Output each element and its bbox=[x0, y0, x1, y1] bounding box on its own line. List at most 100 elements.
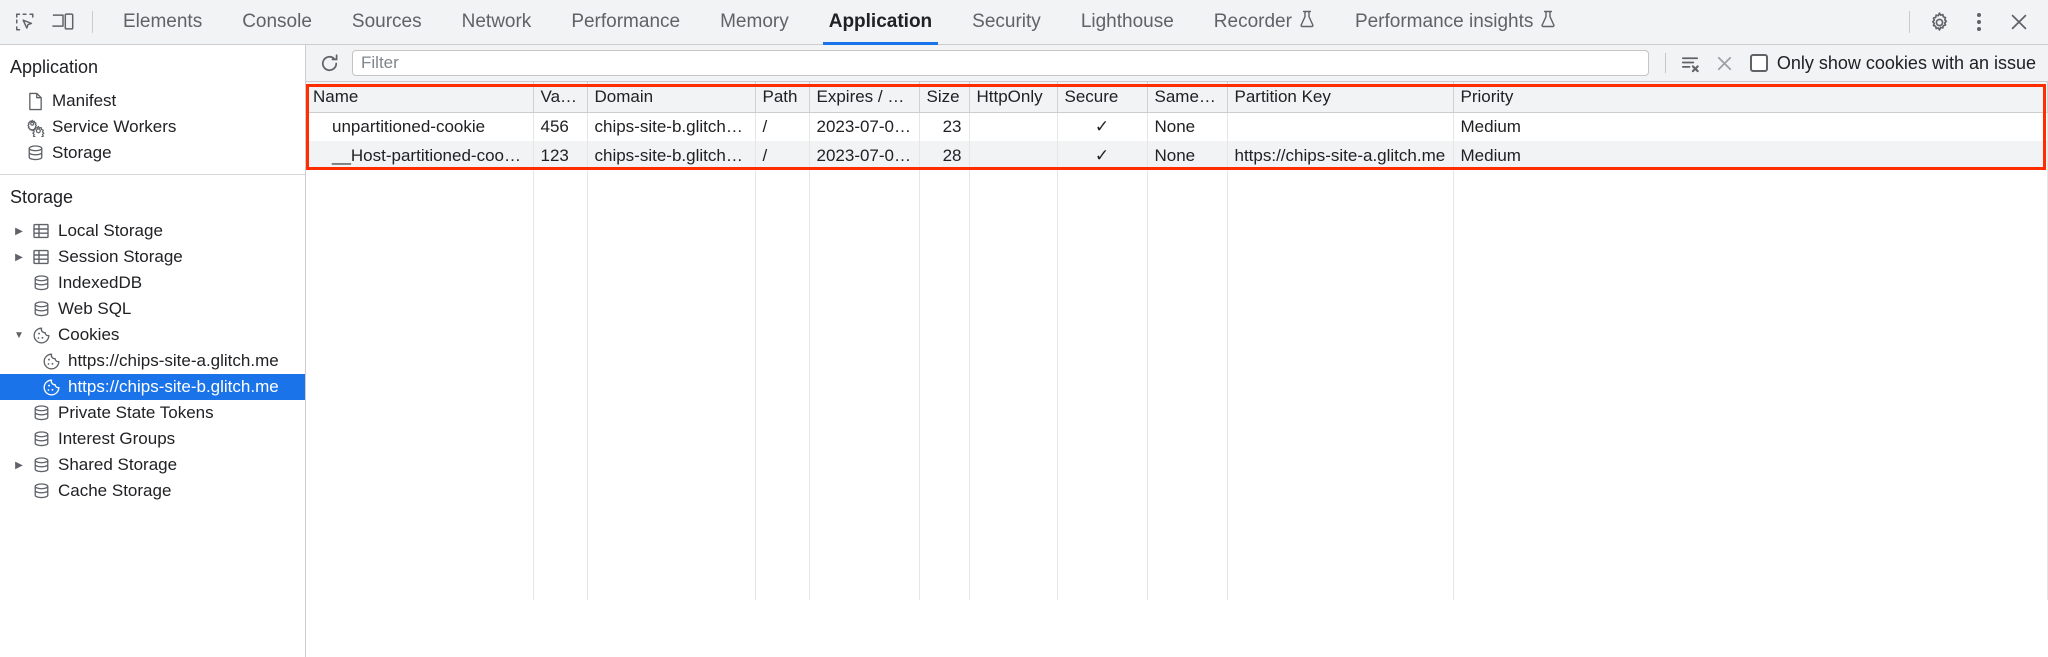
sidebar-section-title-storage: Storage bbox=[10, 187, 74, 207]
sidebar-item-label: Manifest bbox=[52, 91, 117, 110]
chevron-right-icon[interactable]: ▶ bbox=[15, 251, 23, 263]
table-row[interactable]: unpartitioned-cookie 456 chips-site-b.gl… bbox=[306, 112, 2048, 141]
tab-label: Performance bbox=[571, 11, 681, 32]
cell-samesite: None bbox=[1147, 112, 1228, 141]
sidebar-item-manifest[interactable]: Manifest bbox=[0, 88, 305, 114]
filter-input[interactable]: Filter bbox=[352, 50, 1649, 76]
tab-label: Lighthouse bbox=[1080, 11, 1174, 32]
sidebar-item-label: Local Storage bbox=[58, 221, 163, 240]
table-row[interactable]: __Host-partitioned-cookie 123 chips-site… bbox=[306, 141, 2048, 170]
cell-secure: ✓ bbox=[1057, 112, 1148, 141]
column-header-httponly[interactable]: HttpOnly bbox=[969, 82, 1058, 113]
tab-network[interactable]: Network bbox=[442, 0, 552, 45]
column-header-value[interactable]: Value bbox=[533, 82, 588, 113]
column-header-expires[interactable]: Expires / M… bbox=[809, 82, 920, 113]
settings-gear-icon[interactable] bbox=[1920, 5, 1958, 39]
tab-sources[interactable]: Sources bbox=[332, 0, 442, 45]
cell-domain: chips-site-b.glitch.me bbox=[587, 141, 756, 170]
tab-performance-insights[interactable]: Performance insights bbox=[1335, 0, 1576, 45]
sidebar-item-cookies[interactable]: ▼ Cookies bbox=[0, 322, 305, 348]
tab-lighthouse[interactable]: Lighthouse bbox=[1061, 0, 1194, 45]
tab-label: Performance insights bbox=[1354, 11, 1534, 32]
tab-application[interactable]: Application bbox=[809, 0, 952, 45]
tab-label: Memory bbox=[720, 11, 789, 32]
tab-recorder[interactable]: Recorder bbox=[1194, 0, 1335, 45]
sidebar-item-indexeddb[interactable]: ▶ IndexedDB bbox=[0, 270, 305, 296]
sidebar-item-label: Private State Tokens bbox=[58, 403, 214, 422]
column-header-path[interactable]: Path bbox=[755, 82, 810, 113]
sidebar-item-label: Shared Storage bbox=[58, 455, 178, 474]
chevron-right-icon[interactable]: ▶ bbox=[15, 459, 23, 471]
sidebar-item-web-sql[interactable]: ▶ Web SQL bbox=[0, 296, 305, 322]
database-icon bbox=[22, 144, 48, 163]
database-icon bbox=[28, 274, 54, 293]
tab-console[interactable]: Console bbox=[222, 0, 332, 45]
device-toolbar-icon[interactable] bbox=[44, 5, 82, 39]
cell-path: / bbox=[755, 141, 810, 170]
inspect-element-icon[interactable] bbox=[6, 5, 44, 39]
tab-security[interactable]: Security bbox=[952, 0, 1061, 45]
tab-label: Console bbox=[242, 11, 312, 32]
experiment-flask-icon bbox=[1299, 10, 1315, 34]
panel-tabs: Elements Console Sources Network Perform… bbox=[103, 0, 1576, 45]
cell-partition-key bbox=[1227, 112, 1454, 141]
cell-value: 456 bbox=[533, 112, 588, 141]
sidebar-item-interest-groups[interactable]: ▶ Interest Groups bbox=[0, 426, 305, 452]
sidebar-item-label: Web SQL bbox=[58, 299, 132, 318]
cookies-table-header-row: Name Value Domain Path Expires / M… Size… bbox=[306, 82, 2048, 113]
more-options-icon[interactable] bbox=[1960, 5, 1998, 39]
chevron-right-icon[interactable]: ▶ bbox=[15, 225, 23, 237]
column-header-domain[interactable]: Domain bbox=[587, 82, 756, 113]
refresh-icon[interactable] bbox=[314, 49, 344, 77]
sidebar-item-cookie-origin-b[interactable]: https://chips-site-b.glitch.me bbox=[0, 374, 305, 400]
cell-size: 23 bbox=[919, 112, 970, 141]
cell-samesite: None bbox=[1147, 141, 1228, 170]
clear-all-cookies-icon[interactable] bbox=[1710, 49, 1740, 77]
filter-divider bbox=[1664, 53, 1666, 73]
tab-memory[interactable]: Memory bbox=[700, 0, 809, 45]
column-header-secure[interactable]: Secure bbox=[1057, 82, 1148, 113]
sidebar-item-storage[interactable]: Storage bbox=[0, 140, 305, 166]
cookie-icon bbox=[38, 352, 64, 371]
column-header-samesite[interactable]: SameSite bbox=[1147, 82, 1228, 113]
cell-expires: 2023-07-07… bbox=[809, 141, 920, 170]
cell-name: __Host-partitioned-cookie bbox=[306, 141, 534, 170]
column-header-size[interactable]: Size bbox=[919, 82, 970, 113]
experiment-flask-icon bbox=[1540, 10, 1556, 34]
sidebar-item-label: Interest Groups bbox=[58, 429, 176, 448]
sidebar-section-storage: Storage ▶ Local Storage ▶ bbox=[0, 175, 305, 504]
close-icon[interactable] bbox=[2000, 5, 2038, 39]
column-header-partition-key[interactable]: Partition Key bbox=[1227, 82, 1454, 113]
cookies-table-wrapper: Name Value Domain Path Expires / M… Size… bbox=[306, 82, 2048, 657]
cell-httponly bbox=[969, 141, 1058, 170]
sidebar-item-private-state-tokens[interactable]: ▶ Private State Tokens bbox=[0, 400, 305, 426]
tab-label: Sources bbox=[351, 11, 422, 32]
column-header-name[interactable]: Name bbox=[306, 82, 534, 113]
tab-performance[interactable]: Performance bbox=[551, 0, 700, 45]
database-icon bbox=[28, 300, 54, 319]
sidebar-item-local-storage[interactable]: ▶ Local Storage bbox=[0, 218, 305, 244]
sidebar-section-application: Application Manifest bbox=[0, 45, 305, 166]
sidebar-item-cache-storage[interactable]: ▶ Cache Storage bbox=[0, 478, 305, 504]
sidebar-item-label: Cache Storage bbox=[58, 481, 172, 500]
database-icon bbox=[28, 430, 54, 449]
database-icon bbox=[28, 456, 54, 475]
toolbar-divider-right bbox=[1909, 11, 1910, 33]
column-header-priority[interactable]: Priority bbox=[1453, 82, 2048, 113]
cell-size: 28 bbox=[919, 141, 970, 170]
clear-filter-icon[interactable] bbox=[1676, 49, 1706, 77]
chevron-down-icon[interactable]: ▼ bbox=[14, 329, 24, 341]
only-show-issues-checkbox[interactable]: Only show cookies with an issue bbox=[1744, 53, 2042, 74]
sidebar-item-service-workers[interactable]: Service Workers bbox=[0, 114, 305, 140]
sidebar-item-shared-storage[interactable]: ▶ Shared Storage bbox=[0, 452, 305, 478]
tab-elements[interactable]: Elements bbox=[103, 0, 222, 45]
sidebar-section-title-application: Application bbox=[10, 57, 99, 77]
devtools-body: Application Manifest bbox=[0, 45, 2048, 657]
cell-partition-key: https://chips-site-a.glitch.me bbox=[1227, 141, 1454, 170]
checkbox-box[interactable] bbox=[1749, 54, 1768, 72]
database-icon bbox=[28, 482, 54, 501]
cell-value: 123 bbox=[533, 141, 588, 170]
sidebar-item-cookie-origin-a[interactable]: https://chips-site-a.glitch.me bbox=[0, 348, 305, 374]
sidebar-item-session-storage[interactable]: ▶ Session Storage bbox=[0, 244, 305, 270]
filter-placeholder: Filter bbox=[361, 53, 399, 72]
